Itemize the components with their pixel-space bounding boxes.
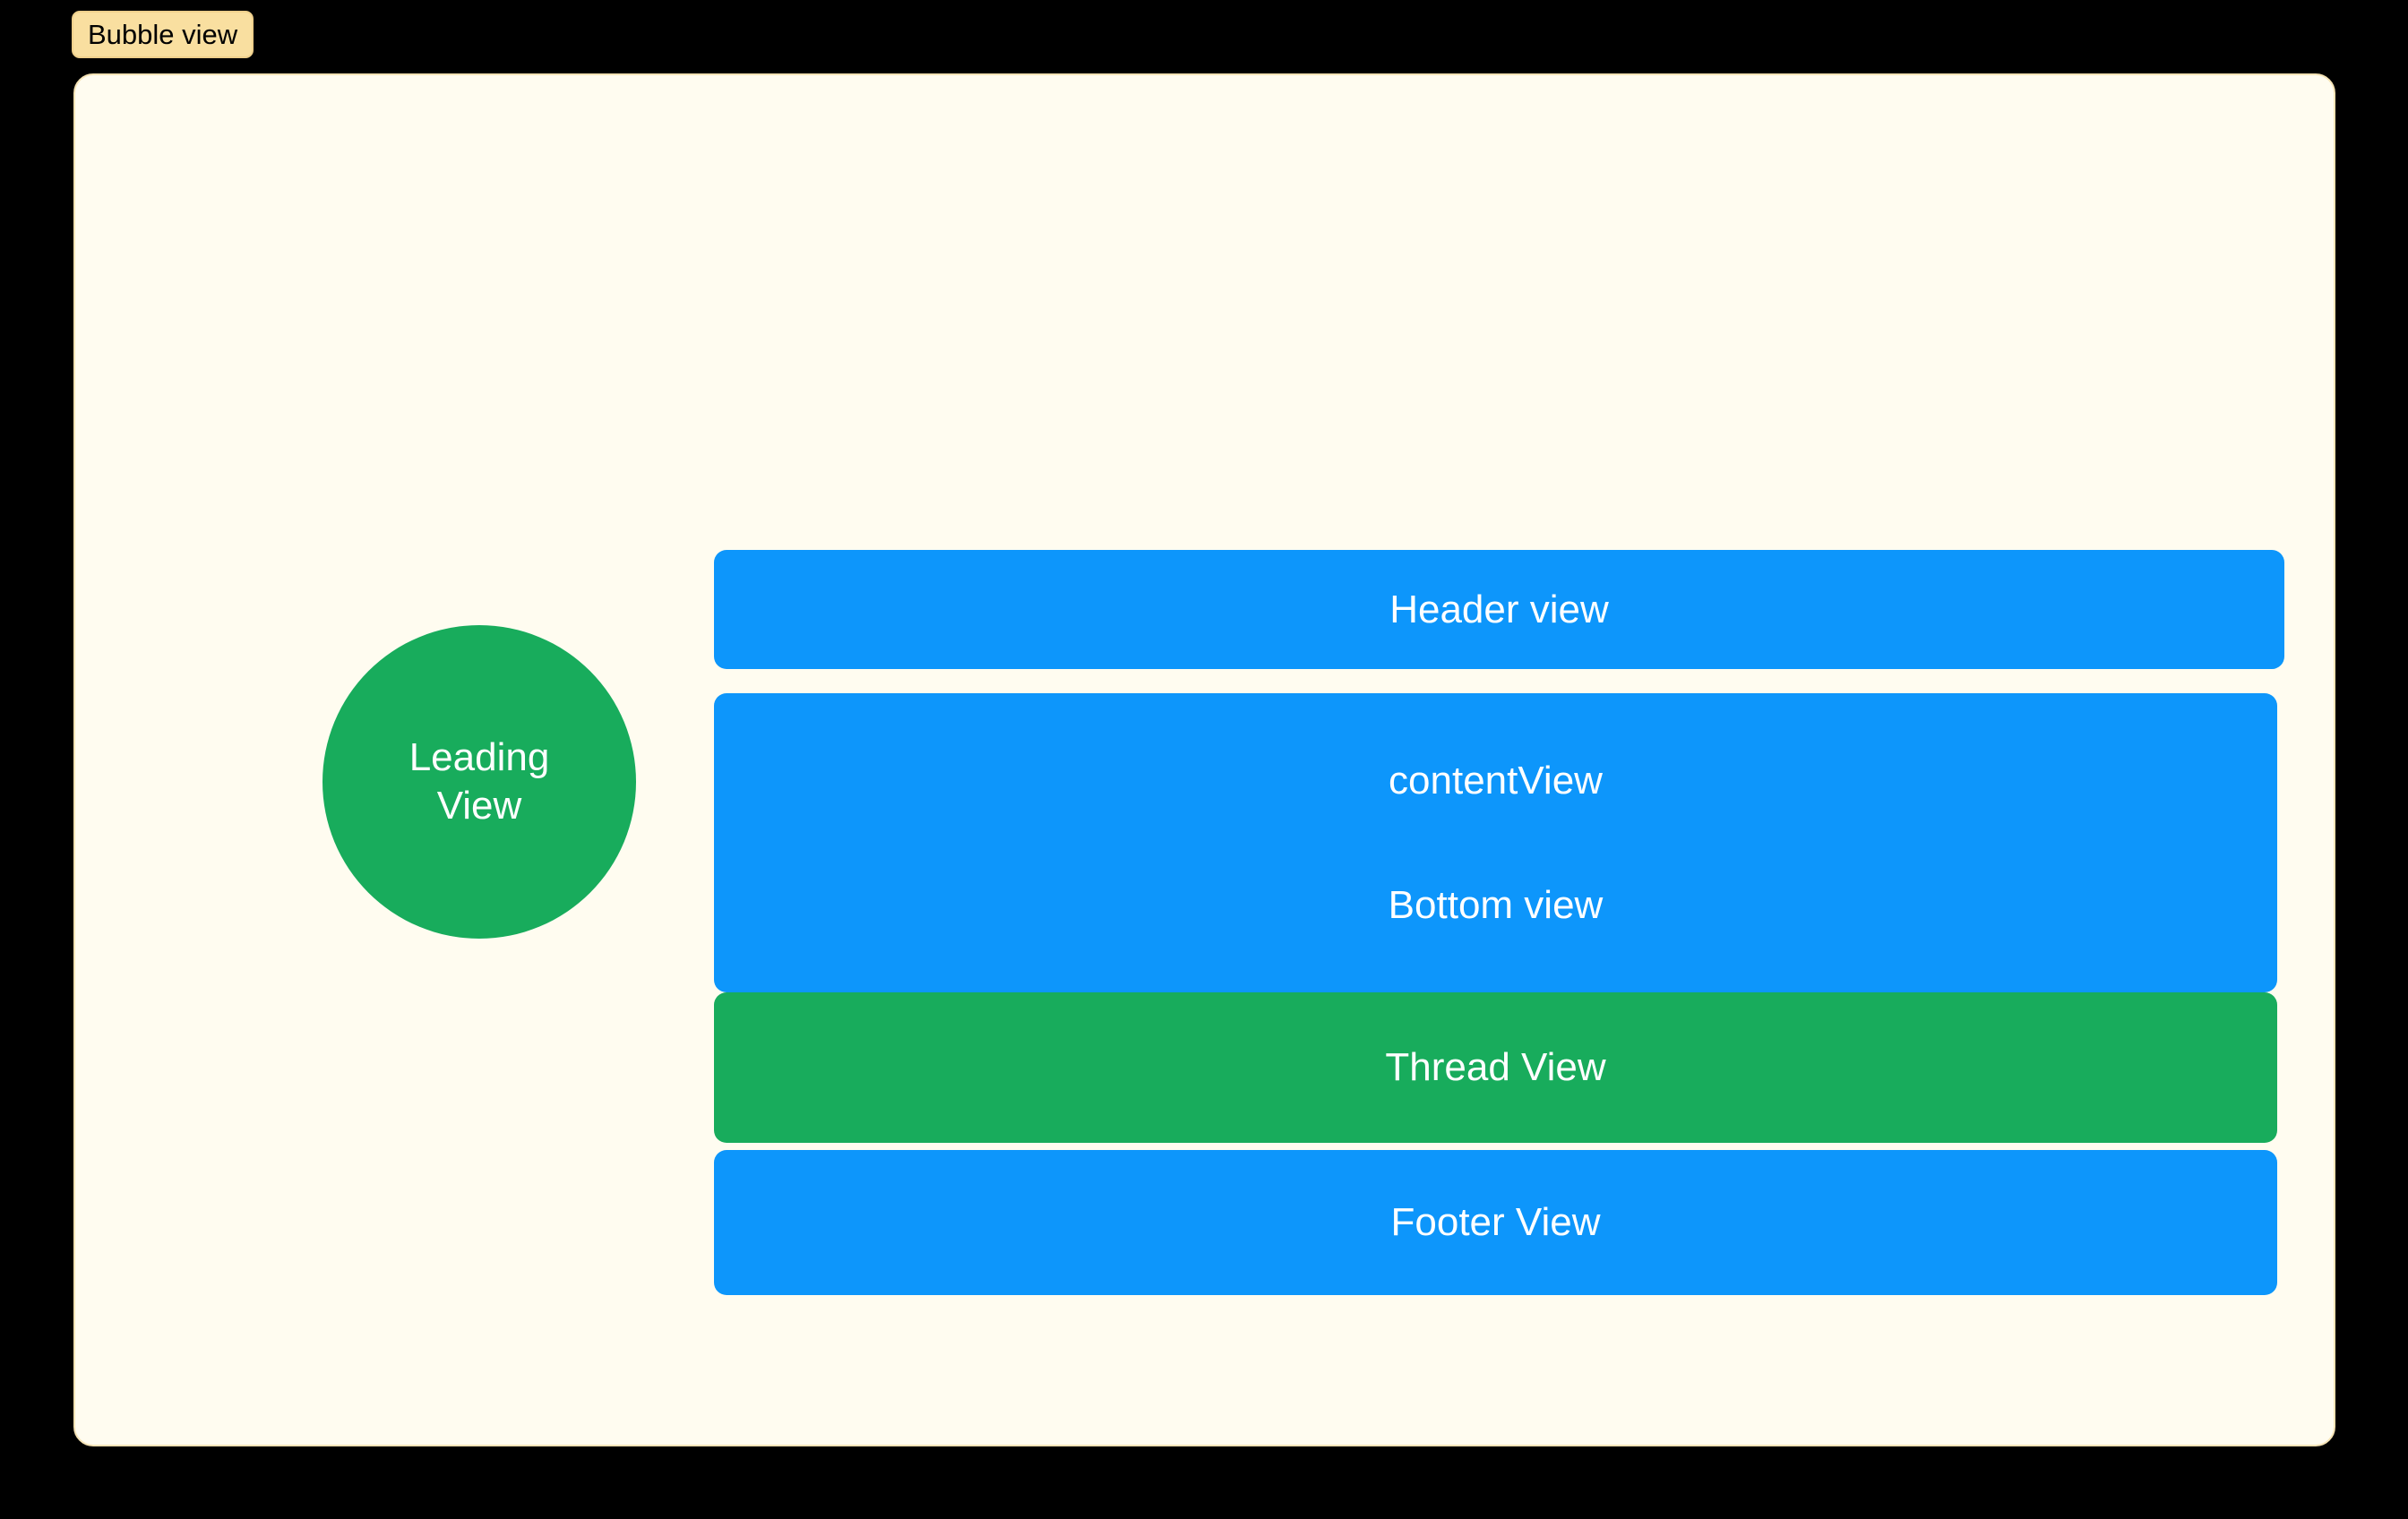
- thread-view-label: Thread View: [1385, 1045, 1606, 1089]
- footer-view-bar: Footer View: [714, 1150, 2277, 1295]
- leading-view-label-line-2: View: [436, 784, 522, 828]
- thread-view-bar: Thread View: [714, 992, 2277, 1143]
- content-view-bar: contentView Bottom view: [714, 693, 2277, 992]
- footer-view-label: Footer View: [1390, 1200, 1601, 1244]
- bubble-view-container: Leading View Header view contentView Bot…: [73, 73, 2335, 1446]
- content-view-label: contentView: [1389, 758, 1603, 802]
- bubble-view-badge-label: Bubble view: [88, 19, 238, 50]
- bubble-view-badge: Bubble view: [72, 11, 254, 58]
- header-view-bar: Header view: [714, 550, 2284, 669]
- leading-view-circle: Leading View: [322, 625, 636, 939]
- header-view-label: Header view: [1389, 587, 1609, 631]
- bottom-view-label: Bottom view: [1388, 882, 1604, 927]
- leading-view-label-line-1: Leading: [408, 735, 550, 780]
